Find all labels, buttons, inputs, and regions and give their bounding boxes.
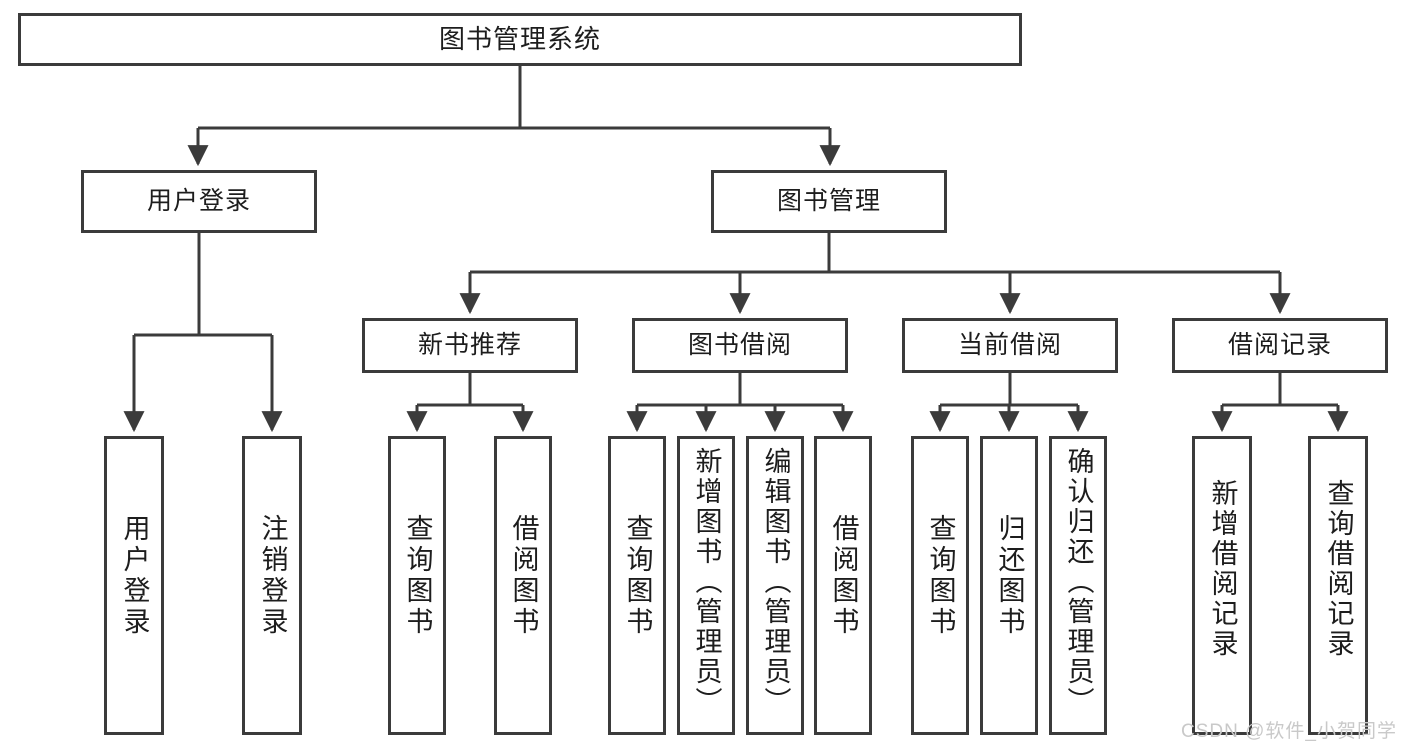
node-label: 借阅记录 (1227, 330, 1332, 359)
node-leaf-query-borrow-record[interactable]: 查询借阅记录 (1308, 436, 1368, 735)
node-leaf-query-book-2[interactable]: 查询图书 (608, 436, 666, 735)
node-label: 新书推荐 (417, 330, 522, 359)
node-leaf-query-book-3[interactable]: 查询图书 (911, 436, 969, 735)
node-label: 用户登录 (146, 186, 251, 215)
node-label: 当前借阅 (957, 330, 1062, 359)
node-leaf-confirm-return-admin[interactable]: 确认归还（管理员） (1049, 436, 1107, 735)
node-root-book-management-system[interactable]: 图书管理系统 (18, 13, 1022, 66)
node-label: 注销登录 (257, 514, 288, 638)
node-book-borrow[interactable]: 图书借阅 (632, 318, 848, 373)
node-label: 新增借阅记录 (1207, 479, 1238, 659)
node-leaf-return-book[interactable]: 归还图书 (980, 436, 1038, 735)
node-label: 查询图书 (925, 514, 956, 638)
node-leaf-borrow-book-1[interactable]: 借阅图书 (494, 436, 552, 735)
node-leaf-add-book-admin[interactable]: 新增图书（管理员） (677, 436, 735, 735)
node-new-book-recommendation[interactable]: 新书推荐 (362, 318, 578, 373)
node-leaf-user-login[interactable]: 用户登录 (104, 436, 164, 735)
node-label: 新增图书（管理员） (691, 447, 722, 717)
node-label: 借阅图书 (508, 514, 539, 638)
node-label: 图书管理系统 (438, 24, 601, 55)
node-leaf-borrow-book-2[interactable]: 借阅图书 (814, 436, 872, 735)
node-leaf-add-borrow-record[interactable]: 新增借阅记录 (1192, 436, 1252, 735)
node-leaf-query-book-1[interactable]: 查询图书 (388, 436, 446, 735)
node-borrow-record[interactable]: 借阅记录 (1172, 318, 1388, 373)
node-label: 归还图书 (994, 514, 1025, 638)
node-label: 图书借阅 (687, 330, 792, 359)
node-current-borrow[interactable]: 当前借阅 (902, 318, 1118, 373)
node-label: 借阅图书 (828, 514, 859, 638)
node-leaf-edit-book-admin[interactable]: 编辑图书（管理员） (746, 436, 804, 735)
node-label: 编辑图书（管理员） (760, 447, 791, 717)
node-book-management[interactable]: 图书管理 (711, 170, 947, 233)
node-label: 查询借阅记录 (1323, 479, 1354, 659)
csdn-watermark: CSDN @软件_小贺同学 (1181, 721, 1397, 742)
node-label: 确认归还（管理员） (1063, 447, 1094, 717)
node-user-login[interactable]: 用户登录 (81, 170, 317, 233)
node-leaf-user-logout[interactable]: 注销登录 (242, 436, 302, 735)
node-label: 图书管理 (776, 186, 881, 215)
node-label: 查询图书 (402, 514, 433, 638)
node-label: 用户登录 (119, 514, 150, 638)
node-label: 查询图书 (622, 514, 653, 638)
